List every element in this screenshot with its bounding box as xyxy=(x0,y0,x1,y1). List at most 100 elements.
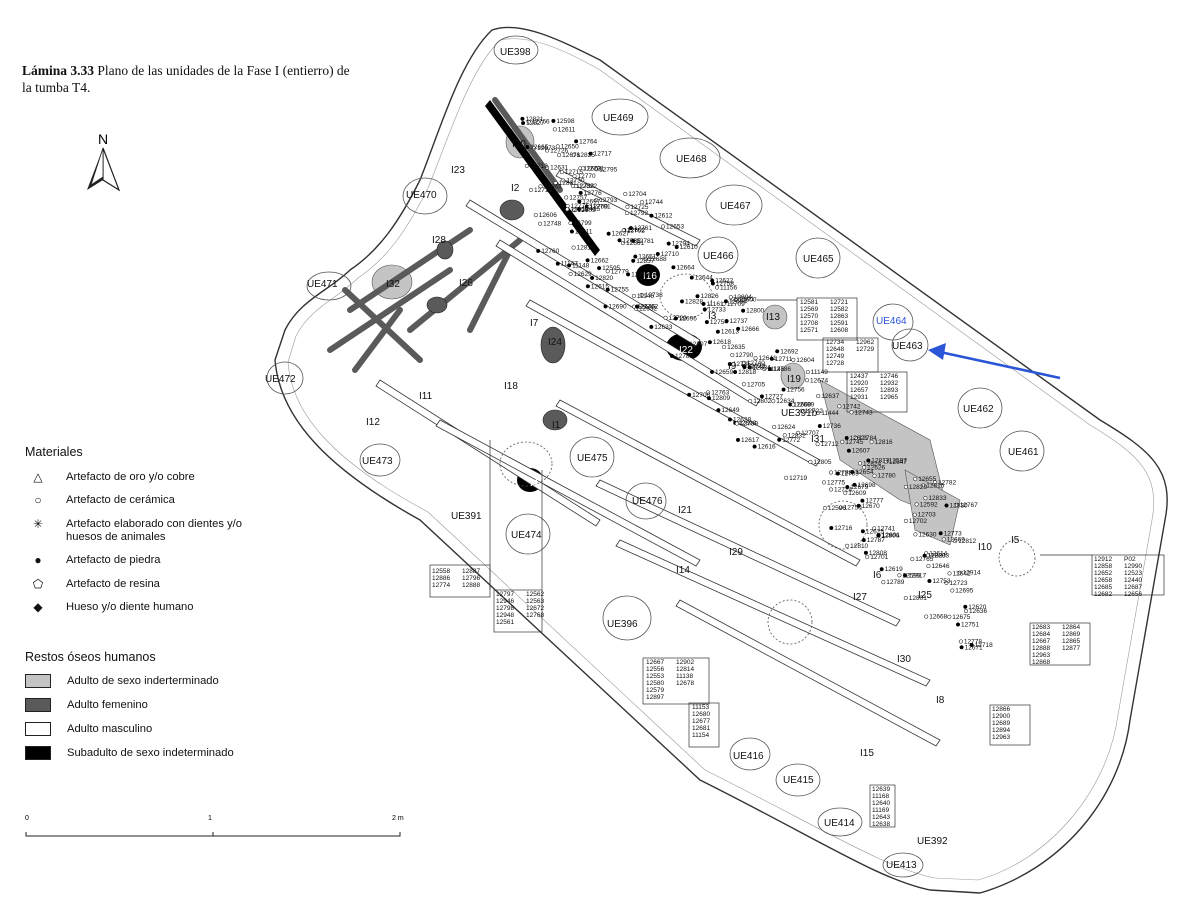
find-marker xyxy=(861,538,866,543)
find-number: 11154 xyxy=(692,732,709,739)
individual-label: I3 xyxy=(708,311,717,322)
find-number: 12810 xyxy=(850,543,868,550)
ue-label: UE391 xyxy=(451,511,482,522)
find-number: 12817 xyxy=(908,572,926,579)
find-number: 12641 xyxy=(759,355,777,362)
find-number: 12658 xyxy=(1094,577,1112,584)
find-number: 12752 xyxy=(627,227,645,234)
find-marker xyxy=(853,435,858,440)
find-number: 12631 xyxy=(550,165,568,172)
highlight-arrow-icon xyxy=(928,343,1061,380)
find-marker xyxy=(791,402,796,407)
find-number: 12672 xyxy=(526,605,544,612)
find-marker xyxy=(777,437,782,442)
find-marker xyxy=(639,292,644,297)
find-number: 12523 xyxy=(1124,570,1142,577)
find-marker xyxy=(850,469,855,475)
find-marker xyxy=(623,191,628,197)
find-number: 12772 xyxy=(782,437,800,444)
find-number: 12665 xyxy=(530,144,548,151)
find-number: 12634 xyxy=(776,398,794,405)
find-number: 12753 xyxy=(932,578,950,585)
legend-item-oro-cobre: △ Artefacto de oro y/o cobre xyxy=(25,471,276,484)
find-number: 12963 xyxy=(992,734,1010,741)
find-number: 12704 xyxy=(628,191,646,198)
find-number: 12648 xyxy=(826,346,844,353)
caption-title-text: Plano de las unidades de la Fase I (enti… xyxy=(22,63,350,95)
find-number: 12667 xyxy=(646,659,664,666)
find-number: 12776 xyxy=(584,190,602,197)
ue-label: UE392 xyxy=(917,836,948,847)
find-marker xyxy=(910,557,915,562)
find-number: 12684 xyxy=(1032,631,1050,638)
find-number: 12719 xyxy=(789,475,807,482)
individual-label: I7 xyxy=(530,318,539,329)
find-number: 12894 xyxy=(992,727,1010,734)
find-marker xyxy=(663,315,668,320)
ue-label: UE414 xyxy=(824,818,855,829)
find-marker xyxy=(576,207,582,212)
find-marker xyxy=(938,531,943,536)
individual-label: I27 xyxy=(853,592,867,603)
find-number: 12612 xyxy=(654,213,672,220)
find-number: 12693 xyxy=(738,420,756,427)
find-number: 12654 xyxy=(855,469,873,476)
find-number: 12751 xyxy=(961,622,979,629)
find-number: 12727 xyxy=(765,393,783,400)
swatch-masculino xyxy=(25,722,51,736)
find-number: 12650 xyxy=(561,143,579,150)
find-number: 12601 xyxy=(736,296,754,303)
find-marker xyxy=(624,211,630,216)
find-number: 12662 xyxy=(591,257,609,264)
find-number: 12931 xyxy=(850,394,868,401)
find-marker xyxy=(903,518,908,523)
legend-item-label: Hueso y/o diente humano xyxy=(66,601,194,613)
find-number: 12715 xyxy=(565,169,583,176)
find-number: 12701 xyxy=(870,554,888,561)
find-number: 12750 xyxy=(844,505,862,512)
find-number: 12597 xyxy=(889,458,907,465)
find-number: 12683 xyxy=(1032,624,1050,631)
find-number: 12638 xyxy=(872,821,890,828)
legend-item-ceramica: ○ Artefacto de cerámica xyxy=(25,494,276,507)
find-number: 12646 xyxy=(931,563,949,570)
find-marker xyxy=(620,241,626,246)
find-number: 12809 xyxy=(712,395,730,402)
find-number: 12722 xyxy=(805,408,823,415)
find-number: 12755 xyxy=(611,287,629,294)
find-marker xyxy=(927,578,932,584)
find-marker xyxy=(684,341,689,346)
find-marker xyxy=(706,390,711,395)
find-number: 12793 xyxy=(599,197,617,204)
legend-item-label: Artefacto de oro y/o cobre xyxy=(66,471,195,483)
find-marker xyxy=(660,224,666,229)
individual-label: I30 xyxy=(897,654,911,665)
ue-label: UE467 xyxy=(720,201,751,212)
find-number: 12745 xyxy=(845,439,863,446)
find-number: 12735 xyxy=(733,361,751,368)
find-number: 11169 xyxy=(872,807,889,814)
find-number: 12622 xyxy=(715,278,733,285)
individual-label: I14 xyxy=(676,565,690,576)
find-number: 12762 xyxy=(640,304,658,311)
find-number: 12670 xyxy=(862,503,880,510)
find-marker xyxy=(573,184,579,189)
individual-label: I20 xyxy=(512,139,526,150)
find-marker xyxy=(679,299,685,304)
find-marker xyxy=(947,571,952,576)
find-marker xyxy=(722,344,727,350)
find-marker xyxy=(767,366,772,372)
legend-restos-label: Adulto femenino xyxy=(67,699,148,711)
find-number: 12806 xyxy=(881,533,899,540)
ue-label: UE470 xyxy=(406,190,437,201)
find-number: 12831 xyxy=(559,180,577,187)
ue-label: UE472 xyxy=(265,374,296,385)
triangle-icon: △ xyxy=(33,470,43,484)
find-marker xyxy=(643,256,648,261)
find-number: 12687 xyxy=(1124,584,1142,591)
find-marker xyxy=(804,378,810,383)
find-number: 12736 xyxy=(823,423,841,430)
individual-label: I24 xyxy=(548,337,562,348)
find-marker xyxy=(532,146,537,151)
